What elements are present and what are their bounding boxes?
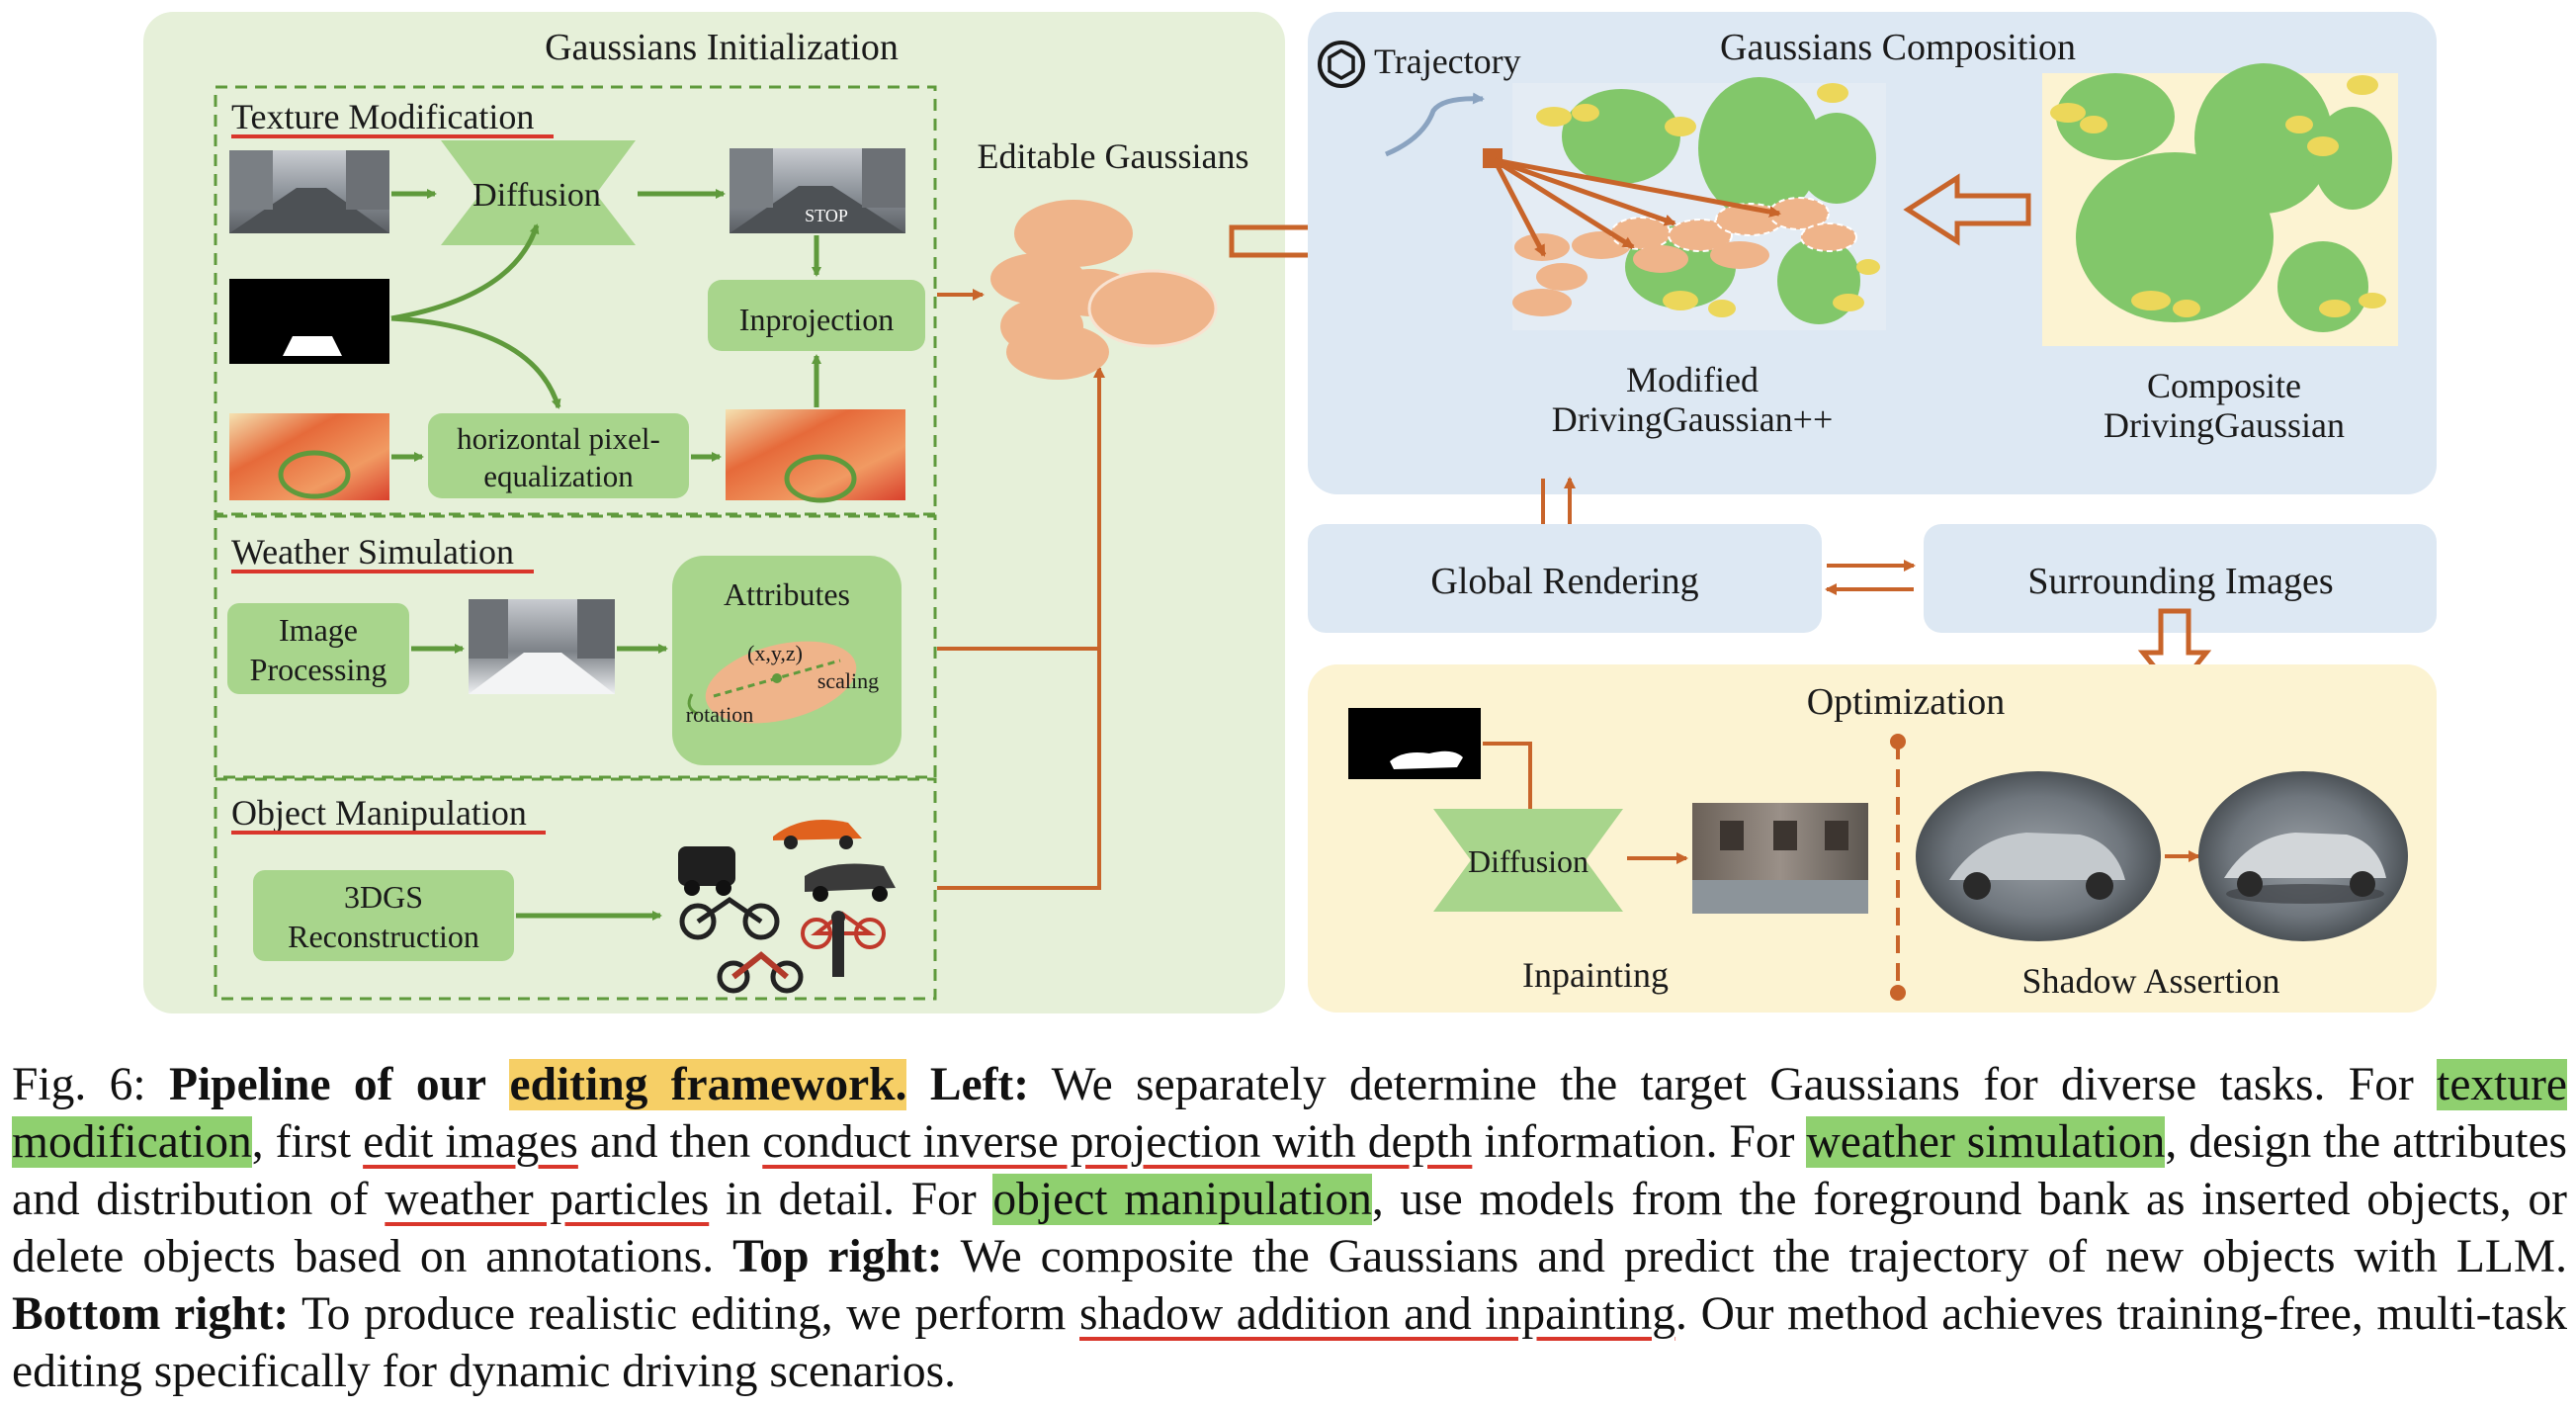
weather-section-title: Weather Simulation (231, 532, 514, 572)
caption-bold-top-right: Top right: (732, 1231, 943, 1282)
trajectory-arrow (1385, 92, 1485, 157)
editable-gaussians-label: Editable Gaussians (978, 136, 1249, 176)
scaling-label: scaling (817, 668, 879, 693)
car-after-image (2198, 771, 2408, 941)
modified-label-line2: DrivingGaussian++ (1552, 399, 1834, 439)
street-image-input (229, 150, 389, 233)
hpe-label-line2: equalization (483, 459, 634, 493)
caption-text-2: , first (251, 1116, 352, 1168)
caption-highlight-framework: editing framework. (509, 1059, 907, 1110)
image-processing-line1: Image (279, 612, 358, 648)
hpe-box (428, 413, 689, 498)
arrow-mask-to-opt-diffusion (1483, 742, 1536, 823)
attribute-gaussian-ellipse (705, 641, 857, 724)
caption-text-10: . Our method achieves training-free, mul… (12, 1288, 2568, 1397)
caption-bold-bottom-right: Bottom right: (12, 1288, 290, 1340)
caption-text-5: , design the attributes and distribution… (12, 1116, 2568, 1225)
caption-text-6: in detail. For (725, 1174, 977, 1225)
trajectory-label: Trajectory (1374, 42, 1521, 81)
global-rendering-box (1308, 524, 1822, 633)
caption-text-8: We composite the Gaussians and predict t… (960, 1231, 2567, 1282)
caption-text-3: and then (589, 1116, 751, 1168)
attributes-label: Attributes (724, 576, 850, 612)
caption-underline-particles: weather particles (385, 1174, 710, 1225)
diffusion-block (441, 140, 636, 245)
hpe-label-line1: horizontal pixel- (457, 421, 660, 456)
weather-section (214, 514, 937, 779)
inprojection-label: Inprojection (739, 302, 894, 337)
reconstruction-line1: 3DGS (344, 879, 423, 915)
texture-section-title: Texture Modification (231, 97, 534, 136)
caption-text-1: We separately determine the target Gauss… (1051, 1059, 2414, 1110)
gaussian-center (772, 673, 782, 683)
modified-label-line1: Modified (1626, 360, 1759, 399)
street-image-edited: STOP (730, 148, 905, 233)
editable-gaussians-cluster (990, 200, 1218, 380)
depth-image-left (229, 413, 389, 500)
opt-diffusion-label: Diffusion (1468, 843, 1589, 879)
caption-text-9: To produce realistic editing, we perform (301, 1288, 1067, 1340)
surrounding-images-label: Surrounding Images (2027, 561, 2333, 602)
arrow-mask-to-diffusion (390, 223, 540, 321)
object-section (214, 777, 937, 1001)
caption-bold-left: Left: (929, 1059, 1030, 1110)
caption-text-4: information. For (1484, 1116, 1795, 1168)
image-processing-line2: Processing (250, 652, 387, 687)
depth-image-right (726, 409, 905, 503)
stop-text: STOP (805, 206, 848, 225)
object-section-title: Object Manipulation (231, 793, 527, 833)
opt-mask-image (1348, 708, 1481, 779)
opt-diffusion-block (1433, 809, 1623, 912)
texture-section (214, 85, 937, 516)
composite-scene (2042, 63, 2398, 346)
inprojection-box (708, 280, 925, 351)
image-processing-box (227, 603, 409, 694)
arrow-object-to-gaussians (937, 649, 1101, 890)
caption-highlight-object: object manipulation (992, 1174, 1372, 1225)
rotation-label: rotation (686, 702, 753, 727)
caption-highlight-weather: weather simulation (1806, 1116, 2166, 1168)
car-before-image (1916, 771, 2161, 941)
optimization-panel (1308, 664, 2437, 1013)
rotation-arc (687, 693, 699, 716)
diffusion-label: Diffusion (472, 177, 601, 214)
snow-street-image (469, 599, 615, 694)
inpainting-label: Inpainting (1522, 955, 1669, 995)
optimization-title: Optimization (1807, 681, 2006, 723)
caption-underline-edit-images: edit images (363, 1116, 578, 1168)
left-panel-title: Gaussians Initialization (545, 27, 899, 68)
caption-fig-label: Fig. 6: (12, 1059, 146, 1110)
composite-label-line2: DrivingGaussian (2104, 405, 2345, 445)
global-rendering-label: Global Rendering (1430, 561, 1698, 602)
pipeline-diagram: Gaussians Initialization Texture Modific… (143, 12, 2437, 1013)
figure-caption: Fig. 6: Pipeline of our editing framewor… (12, 1056, 2568, 1400)
mask-image (229, 279, 389, 364)
caption-text-7: , use models from the foreground bank as… (12, 1174, 2567, 1282)
object-bank-image (678, 820, 896, 994)
openai-logo-icon (1318, 41, 1365, 88)
reconstruction-box (253, 870, 514, 961)
composite-label-line1: Composite (2147, 366, 2301, 405)
composition-title: Gaussians Composition (1720, 27, 2076, 68)
caption-bold-1: Pipeline of our (168, 1059, 487, 1110)
divider-dot-top (1890, 734, 1906, 749)
hollow-arrow-composite-to-modified (1903, 173, 2031, 246)
surrounding-images-box (1924, 524, 2437, 633)
inpainted-image (1692, 803, 1868, 914)
reconstruction-line2: Reconstruction (288, 919, 479, 954)
shadow-assertion-label: Shadow Assertion (2022, 961, 2280, 1001)
caption-underline-inverse: conduct inverse projection with depth (762, 1116, 1473, 1168)
modified-scene (1483, 77, 1886, 330)
xyz-label: (x,y,z) (747, 641, 803, 665)
caption-underline-shadow: shadow addition and inpainting (1079, 1288, 1676, 1340)
arrow-mask-to-hpe (390, 315, 561, 409)
divider-dot-bottom (1890, 985, 1906, 1001)
